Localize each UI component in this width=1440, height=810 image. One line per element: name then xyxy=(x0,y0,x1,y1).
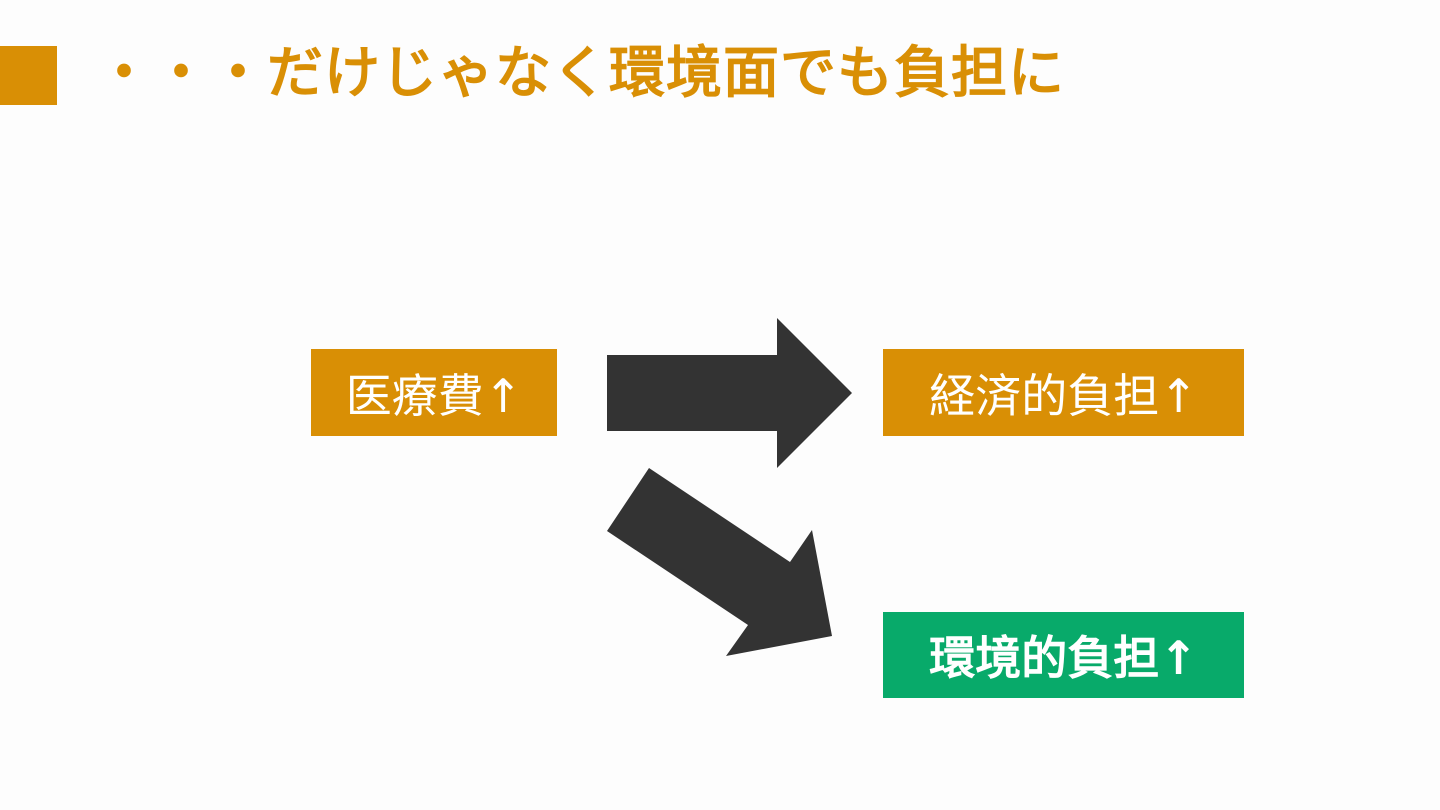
arrow-down-right xyxy=(607,468,832,656)
node-medical-cost: 医療費↑ xyxy=(311,349,557,436)
arrow-right xyxy=(607,318,852,468)
node-medical-cost-label: 医療費↑ xyxy=(345,368,523,423)
node-environmental-burden: 環境的負担↑ xyxy=(883,612,1244,698)
title-marker xyxy=(0,46,57,105)
node-environmental-burden-label: 環境的負担↑ xyxy=(929,631,1198,685)
node-economic-burden-label: 経済的負担↑ xyxy=(929,368,1198,423)
node-economic-burden: 経済的負担↑ xyxy=(883,349,1244,436)
slide-title: ・・・だけじゃなく環境面でも負担に xyxy=(96,41,1065,106)
